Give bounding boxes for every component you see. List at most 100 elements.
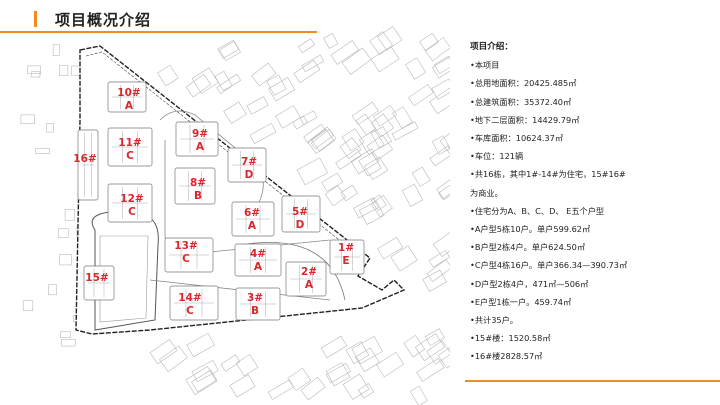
header: 项目概况介绍 [0,0,720,40]
context-building [229,374,256,398]
context-building [416,357,445,382]
context-building [22,300,34,312]
context-building [64,209,75,221]
context-building [251,62,277,87]
info-line: •共计35户。 [470,315,518,326]
context-building [390,245,418,272]
building-detail [179,171,211,201]
building-detail [169,241,209,269]
context-building [301,54,325,73]
context-building [341,128,365,152]
context-building [31,71,41,78]
context-building [157,64,179,87]
info-line: •地下二层面积：14429.79㎡ [470,114,580,125]
inner-boundary [85,51,363,259]
context-building [370,46,400,73]
context-building [266,74,287,96]
building-detail [290,265,322,293]
context-building [411,166,431,187]
info-line: •本项目 [470,60,500,71]
building-type-label: C [182,253,190,265]
project-info-panel: 项目介绍： •本项目•总用地面积：20425.485㎡•总建筑面积：35372.… [470,38,710,366]
context-building [57,228,69,238]
context-building [20,114,35,124]
context-building [246,96,269,115]
context-building [358,129,385,155]
info-line: •A户型5栋10户。单户599.62㎡ [470,224,591,235]
context-building [355,113,377,136]
context-building [426,259,450,283]
building-type-label: C [186,305,194,317]
building-detail [112,131,148,163]
building-type-label: D [245,169,254,181]
context-building [358,200,385,225]
context-building [275,105,302,129]
context-building [403,334,426,358]
building-number-label: 8# [190,177,206,189]
context-building [429,87,450,115]
context-building [330,40,360,65]
context-building [422,269,447,292]
context-building [351,101,379,126]
info-lines: •本项目•总用地面积：20425.485㎡•总建筑面积：35372.40㎡•地下… [470,56,710,365]
building-detail [180,125,214,153]
context-building [296,157,329,186]
context-building [303,123,327,144]
context-building [424,37,450,62]
context-building [433,55,450,75]
context-building [370,113,394,138]
building-type-label: C [126,150,134,162]
context-building [355,347,380,373]
context-building [431,78,450,100]
info-line: •总建筑面积：35372.40㎡ [470,96,572,107]
context-building [223,101,247,124]
context-building [220,354,241,372]
context-building [432,229,450,257]
context-building [428,249,450,268]
context-building [159,345,188,373]
context-building [310,128,335,152]
building-type-label: B [194,190,202,202]
building-detail [82,133,94,197]
building-type-label: C [128,206,136,218]
context-building [185,73,212,98]
context-building [342,373,370,400]
building-type-label: A [196,141,205,153]
info-line: •车位：121辆 [470,151,524,162]
building-detail [240,291,276,317]
context-building [191,67,219,94]
title-accent-bar [34,11,37,27]
context-building [149,339,178,365]
context-building [339,137,362,160]
context-building [59,65,69,76]
context-building [370,194,393,218]
context-building [267,379,295,400]
context-building [61,339,76,347]
context-building [429,145,450,167]
info-line: •住宅分为A、B、C、D、 E五个户型 [470,205,605,216]
context-building [341,47,372,75]
context-building [370,126,392,149]
building-number-label: 2# [301,266,317,278]
building-detail [174,289,214,317]
context-building [369,31,393,56]
context-building [419,32,439,52]
building-detail [112,187,148,219]
building-number-label: 11# [118,137,142,149]
info-line: •D户型2栋4户，471㎡—506㎡ [470,278,589,289]
context-building [408,84,434,107]
building-type-label: A [254,261,263,273]
context-building [437,347,450,369]
context-building [60,331,71,338]
context-building [436,174,450,200]
context-building [268,77,296,102]
context-building [310,128,335,150]
building-detail [286,199,316,229]
context-building [216,73,242,95]
building-type-label: B [251,305,259,317]
context-building [293,59,321,84]
context-building [325,362,351,387]
info-line: •车库面积：10624.37㎡ [470,133,564,144]
